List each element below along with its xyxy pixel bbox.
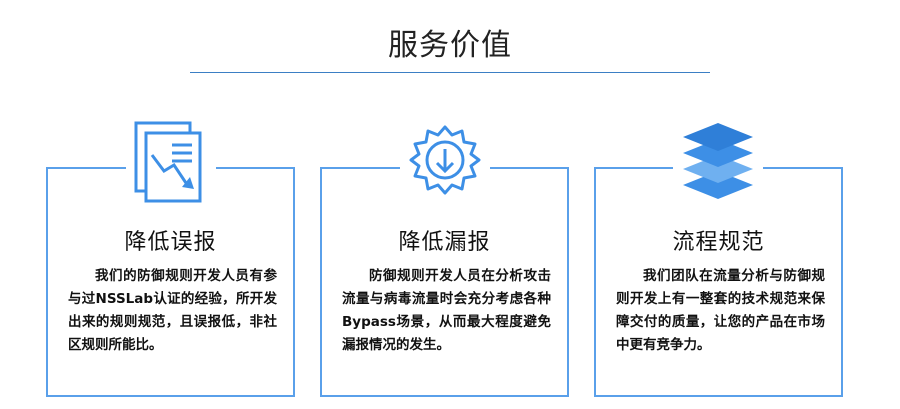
card-heading: 降低漏报	[398, 230, 491, 255]
card-heading: 流程规范	[672, 230, 765, 255]
chart-down-document-icon	[126, 115, 216, 205]
card-description: 我们团队在流量分析与防御规则开发上有一整套的技术规范来保障交付的质量，让您的产品…	[616, 268, 825, 353]
card-heading: 降低误报	[124, 230, 217, 255]
download-gear-icon	[400, 115, 490, 205]
title-underline	[190, 72, 710, 73]
card-reduce-false-positives: 降低误报 我们的防御规则开发人员有参与过NSSLab认证的经验，所开发出来的规则…	[46, 167, 295, 397]
card-description: 防御规则开发人员在分析攻击流量与病毒流量时会充分考虑各种Bypass场景，从而最…	[342, 268, 551, 353]
stacked-layers-icon	[673, 115, 763, 205]
card-process-standard: 流程规范 我们团队在流量分析与防御规则开发上有一整套的技术规范来保障交付的质量，…	[594, 167, 843, 397]
card-description: 我们的防御规则开发人员有参与过NSSLab认证的经验，所开发出来的规则规范，且误…	[68, 268, 277, 353]
section-title: 服务价值	[388, 28, 512, 63]
card-reduce-false-negatives: 降低漏报 防御规则开发人员在分析攻击流量与病毒流量时会充分考虑各种Bypass场…	[320, 167, 569, 397]
